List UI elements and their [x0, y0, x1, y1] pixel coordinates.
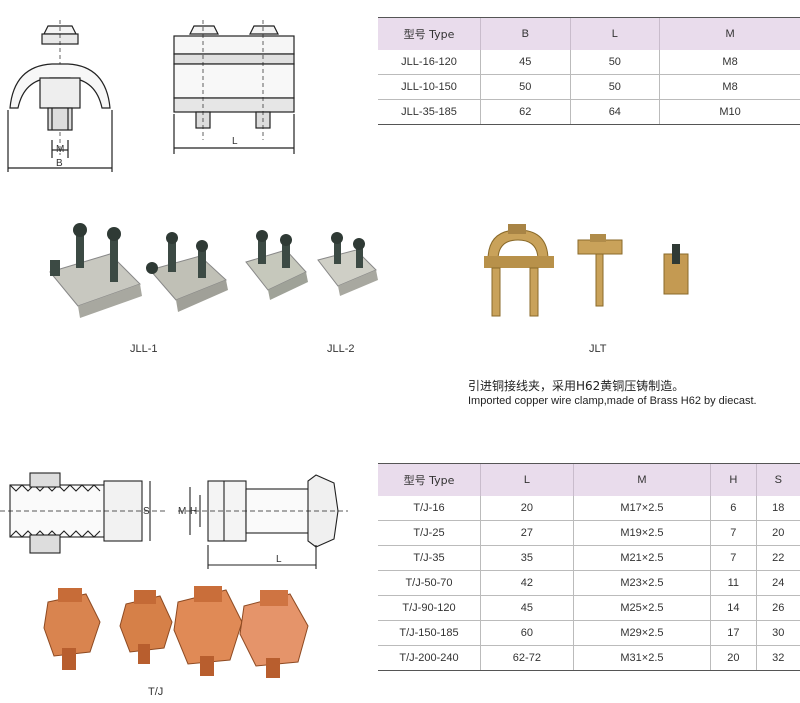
dim-label-h: H	[190, 506, 198, 517]
col-header-l: L	[569, 17, 660, 50]
cell-h: 11	[710, 570, 757, 596]
cell-h: 7	[710, 520, 757, 546]
jll2-product-photo	[245, 230, 378, 300]
cell-b: 62	[480, 99, 571, 125]
col-header-l: L	[480, 463, 574, 496]
cell-s: 24	[755, 570, 800, 596]
jll1-product-photo	[49, 223, 228, 318]
note-english: Imported copper wire clamp,made of Brass…	[468, 395, 757, 407]
cell-s: 26	[755, 595, 800, 621]
cell-l: 45	[480, 595, 574, 621]
cell-m: M21×2.5	[572, 545, 711, 571]
cell-l: 62-72	[480, 645, 574, 671]
cell-b: 50	[480, 74, 571, 100]
table-row: JLL-16-120 45 50 M8	[378, 50, 800, 75]
cell-m: M19×2.5	[572, 520, 711, 546]
cell-b: 45	[480, 50, 571, 75]
tj-side-drawing	[178, 474, 348, 569]
cell-l: 35	[480, 545, 574, 571]
col-header-m: M	[659, 17, 800, 50]
cell-l: 60	[480, 620, 574, 646]
table-header-row: 型号 Type B L M	[378, 17, 800, 50]
cell-s: 20	[755, 520, 800, 546]
cell-m: M31×2.5	[572, 645, 711, 671]
cell-m: M25×2.5	[572, 595, 711, 621]
cell-type: T/J-25	[378, 520, 481, 546]
cell-h: 6	[710, 496, 757, 521]
col-header-h: H	[710, 463, 757, 496]
jll-side-view-drawing	[173, 20, 295, 154]
cell-l: 50	[569, 50, 660, 75]
cell-m: M10	[659, 99, 800, 125]
jlt-product-photo	[484, 224, 689, 317]
cell-m: M23×2.5	[572, 570, 711, 596]
cell-type: JLL-35-185	[378, 99, 481, 125]
dim-label-b: B	[56, 158, 63, 169]
cell-s: 22	[755, 545, 800, 571]
cell-l: 42	[480, 570, 574, 596]
col-header-b: B	[480, 17, 571, 50]
cell-h: 20	[710, 645, 757, 671]
dim-label-l2: L	[276, 554, 282, 565]
dim-label-m: M	[56, 144, 65, 155]
cell-type: T/J-35	[378, 545, 481, 571]
tj-section-drawing	[0, 472, 165, 554]
table-header-row: 型号 Type L M H S	[378, 463, 800, 496]
cell-type: T/J-50-70	[378, 570, 481, 596]
cell-type: T/J-90-120	[378, 595, 481, 621]
cell-l: 50	[569, 74, 660, 100]
cell-h: 14	[710, 595, 757, 621]
col-header-s: S	[755, 463, 800, 496]
jll-spec-table: 型号 Type B L M JLL-16-120 45 50 M8 JLL-10…	[378, 17, 800, 125]
cell-type: T/J-200-240	[378, 645, 481, 671]
cell-l: 64	[569, 99, 660, 125]
dim-label-l: L	[232, 136, 238, 147]
cell-l: 20	[480, 496, 574, 521]
dim-label-m2: M	[178, 506, 187, 517]
table-row: JLL-35-185 62 64 M10	[378, 99, 800, 125]
caption-jll1: JLL-1	[130, 343, 158, 355]
cell-m: M29×2.5	[572, 620, 711, 646]
cell-type: JLL-16-120	[378, 50, 481, 75]
cell-type: T/J-150-185	[378, 620, 481, 646]
col-header-m: M	[572, 463, 711, 496]
cell-type: T/J-16	[378, 496, 481, 521]
caption-jll2: JLL-2	[327, 343, 355, 355]
col-header-type: 型号 Type	[378, 463, 481, 496]
jll-front-view-drawing	[7, 20, 113, 172]
caption-jlt: JLT	[589, 343, 607, 355]
cell-l: 27	[480, 520, 574, 546]
caption-tj: T/J	[148, 686, 164, 698]
cell-h: 17	[710, 620, 757, 646]
cell-type: JLL-10-150	[378, 74, 481, 100]
dim-label-s: S	[143, 506, 150, 517]
cell-m: M17×2.5	[572, 496, 711, 521]
col-header-type: 型号 Type	[378, 17, 481, 50]
cell-s: 32	[755, 645, 800, 671]
cell-s: 30	[755, 620, 800, 646]
table-row: JLL-10-150 50 50 M8	[378, 74, 800, 100]
tj-product-photo	[43, 586, 309, 678]
cell-m: M8	[659, 74, 800, 100]
cell-s: 18	[755, 496, 800, 521]
note-chinese: 引进铜接线夹，采用H62黄铜压铸制造。	[468, 379, 685, 393]
cell-h: 7	[710, 545, 757, 571]
cell-m: M8	[659, 50, 800, 75]
